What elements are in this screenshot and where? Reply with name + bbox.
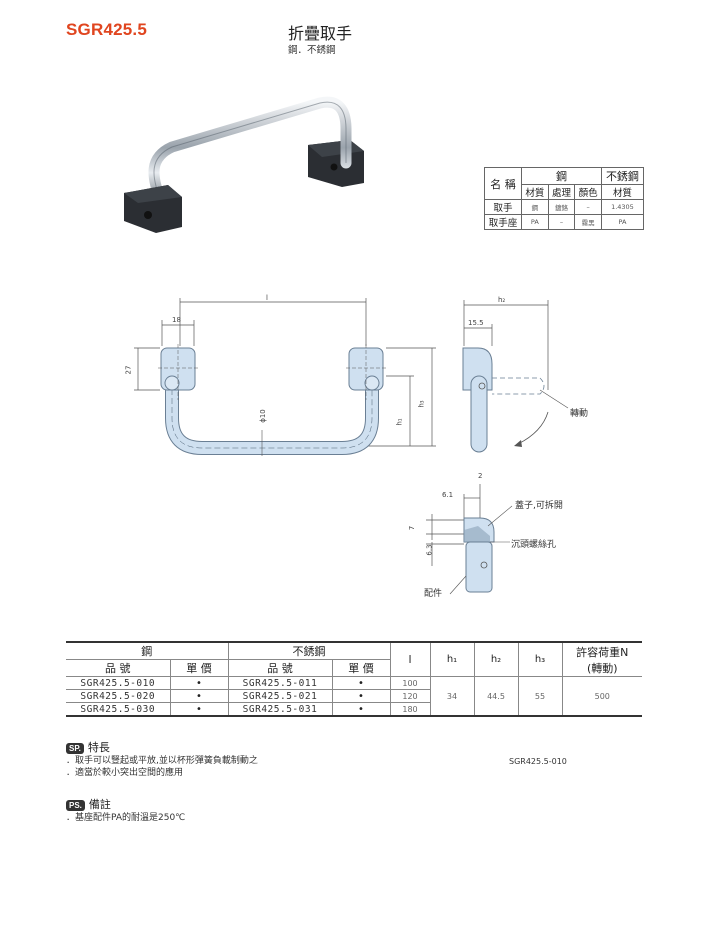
mat-subheader: 處理 — [547, 184, 576, 200]
spec-h1-header: h₁ — [429, 641, 474, 677]
spec-price-header: 單 價 — [331, 659, 390, 677]
spec-load-label: 許容荷重N — [576, 645, 629, 659]
features-list: ．取手可以豎起或平放,並以杯形彈簧負載制動之 ．適當於較小突出空間的應用 — [66, 755, 258, 779]
stainless-price: • — [331, 676, 390, 690]
dim-h3: h₃ — [417, 400, 426, 408]
steel-part-no: SGR425.5-010 — [66, 676, 170, 690]
dim-18: 18 — [172, 316, 181, 324]
list-item: ．基座配件PA的耐溫是250℃ — [66, 813, 186, 823]
technical-drawing — [134, 298, 569, 595]
mat-cell: PA — [600, 214, 645, 230]
h2-value: 44.5 — [473, 676, 518, 717]
features-title: 特長 — [87, 741, 110, 754]
l-value: 100 — [389, 676, 430, 690]
mat-subheader: 材質 — [521, 184, 549, 200]
spec-steel-header: 鋼 — [66, 641, 228, 660]
mat-cell: 1.4305 — [600, 199, 645, 215]
l-value: 120 — [389, 689, 430, 703]
mat-subheader: 顏色 — [574, 184, 602, 200]
spec-price-header: 單 價 — [169, 659, 228, 677]
dim-h1: h₁ — [395, 418, 404, 426]
mat-subheader: 材質 — [600, 184, 645, 200]
spec-stainless-header: 不銹鋼 — [227, 641, 390, 660]
mat-cell: PA — [521, 214, 549, 230]
spec-h2-header: h₂ — [473, 641, 518, 677]
h1-value: 34 — [429, 676, 474, 717]
l-value: 180 — [389, 702, 430, 717]
steel-price: • — [169, 689, 228, 703]
list-item: ．適當於較小突出空間的應用 — [66, 768, 184, 778]
steel-part-no: SGR425.5-020 — [66, 689, 170, 703]
dim-2: 2 — [478, 472, 483, 480]
dim-7: 7 — [408, 525, 417, 531]
mat-cell: 鍍鉻 — [547, 199, 576, 215]
part-label: 配件 — [424, 589, 443, 599]
notes-badge: PS. — [66, 800, 85, 811]
spec-h3-header: h₃ — [517, 641, 562, 677]
stainless-price: • — [331, 702, 390, 717]
dim-6-1: 6.1 — [442, 491, 454, 499]
image-caption: SGR425.5-010 — [509, 757, 567, 766]
load-value: 500 — [561, 676, 642, 717]
spec-load-sub-label: (轉動) — [586, 661, 618, 675]
spec-l-header: l — [389, 641, 430, 677]
notes-title: 備註 — [88, 798, 111, 811]
dim-27: 27 — [124, 365, 133, 375]
spec-table: 鋼 不銹鋼 l h₁ h₂ h₃ 許容荷重N (轉動) 品 號 單 價 品 號 … — [66, 641, 642, 717]
stainless-part-no: SGR425.5-021 — [227, 689, 332, 703]
spec-load-header: 許容荷重N (轉動) — [561, 641, 642, 677]
spec-part-no-header: 品 號 — [227, 659, 332, 677]
stainless-price: • — [331, 689, 390, 703]
mat-name-header: 名 稱 — [483, 167, 523, 200]
spec-part-no-header: 品 號 — [66, 659, 170, 677]
mat-cell: – — [547, 214, 576, 230]
dim-15-5: 15.5 — [468, 319, 484, 327]
mat-cell: 霧黑 — [574, 214, 602, 230]
features-badge: SP. — [66, 743, 84, 754]
rotate-label: 轉動 — [570, 409, 589, 419]
mat-row-name: 取手座 — [483, 214, 523, 230]
table-row: SGR425.5-030 • SGR425.5-031 • 180 — [66, 702, 642, 717]
cap-label: 蓋子,可拆開 — [515, 501, 563, 511]
h3-value: 55 — [517, 676, 562, 717]
product-code: SGR425.5 — [66, 20, 147, 39]
material-table: 名 稱 鋼 不銹鋼 材質 處理 顏色 材質 取手 鋼 鍍鉻 – 1.4305 取… — [483, 167, 645, 230]
dim-6-3: 6.3 — [425, 544, 434, 556]
mat-stainless-header: 不銹鋼 — [600, 167, 645, 185]
mat-cell: – — [574, 199, 602, 215]
notes-heading: PS.備註 — [66, 793, 111, 812]
page-subtitle: 鋼．不銹鋼 — [288, 45, 336, 56]
table-row: SGR425.5-010 • SGR425.5-011 • 100 34 44.… — [66, 676, 642, 717]
stainless-part-no: SGR425.5-031 — [227, 702, 332, 717]
mat-row-name: 取手 — [483, 199, 523, 215]
table-row: SGR425.5-020 • SGR425.5-021 • 120 — [66, 689, 642, 703]
mat-steel-header: 鋼 — [521, 167, 602, 185]
features-heading: SP.特長 — [66, 736, 110, 755]
dim-l: l — [266, 294, 268, 302]
page-title: 折疊取手 — [288, 24, 353, 43]
product-photo — [124, 96, 364, 233]
screw-hole-label: 沉頭螺絲孔 — [511, 540, 557, 550]
steel-price: • — [169, 702, 228, 717]
dim-diameter: ϕ10 — [258, 409, 267, 423]
steel-part-no: SGR425.5-030 — [66, 702, 170, 717]
notes-list: ．基座配件PA的耐溫是250℃ — [66, 812, 185, 824]
steel-price: • — [169, 676, 228, 690]
list-item: ．取手可以豎起或平放,並以杯形彈簧負載制動之 — [66, 756, 258, 766]
stainless-part-no: SGR425.5-011 — [227, 676, 332, 690]
dim-h2: h₂ — [498, 296, 506, 304]
mat-cell: 鋼 — [521, 199, 549, 215]
